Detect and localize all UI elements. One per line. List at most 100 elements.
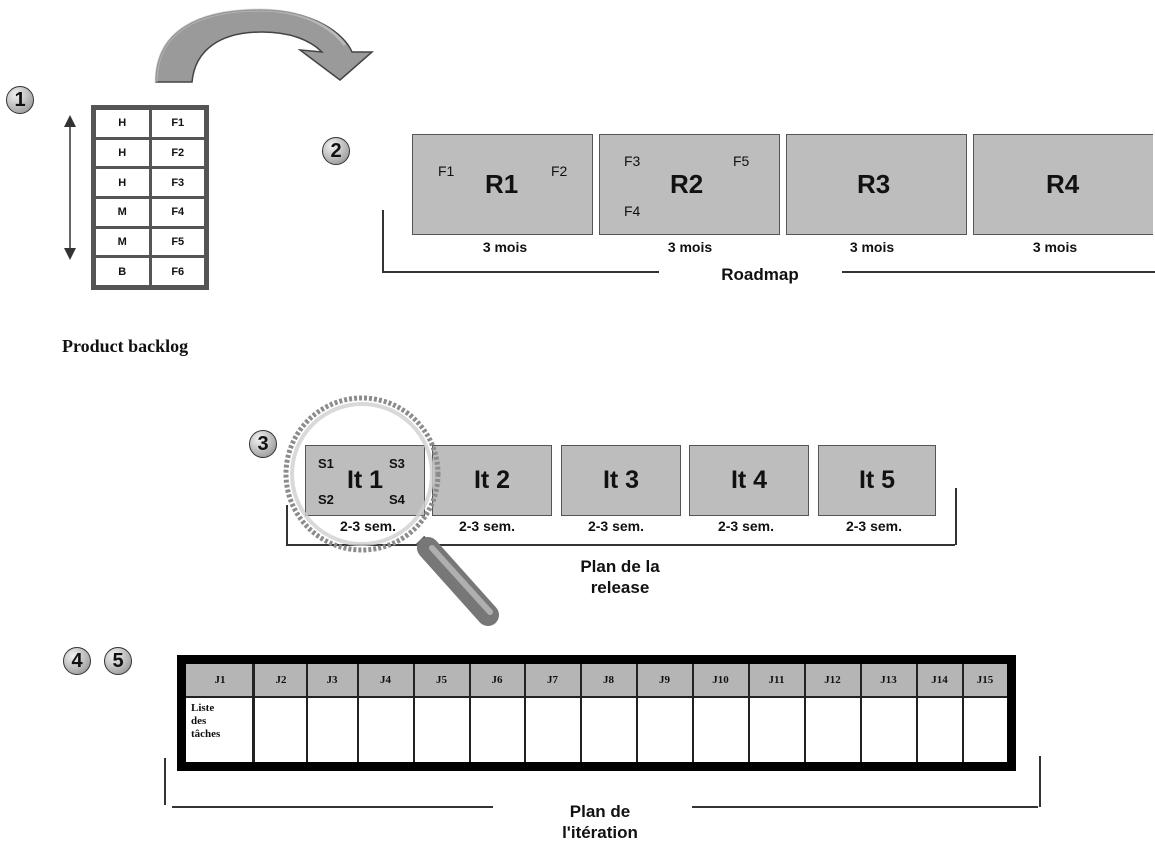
day-header-cell: J4 — [380, 674, 391, 686]
column-divider — [692, 664, 694, 762]
iteration-plan-label-line2: l'itération — [562, 823, 638, 842]
backlog-priority: M — [96, 228, 149, 256]
task-list-label-line: des — [191, 715, 207, 727]
iteration-day-table: J1 J2 J3 J4 J5 J6 J7 J8 J9 J10 J11 J12 J… — [177, 655, 1016, 771]
release-box-r4: R4 — [973, 134, 1153, 235]
release-plan-label-line1: Plan de la — [580, 557, 660, 576]
iteration-box-it3: It 3 — [561, 445, 681, 516]
release-duration: 3 mois — [667, 239, 713, 255]
release-duration: 3 mois — [1032, 239, 1078, 255]
day-header-cell: J5 — [436, 674, 447, 686]
product-backlog-table: H F1 H F2 H F3 M F4 M F5 B F6 — [91, 105, 209, 290]
roadmap-label: Roadmap — [721, 265, 799, 284]
task-list-label-line: tâches — [191, 728, 221, 740]
roadmap-bracket-line — [382, 271, 659, 273]
iteration-bracket-left — [164, 758, 166, 805]
day-header-cell: J12 — [824, 674, 841, 686]
column-divider — [469, 664, 471, 762]
column-divider — [306, 664, 308, 762]
feature-label: F2 — [551, 163, 568, 179]
release-box-r1: F1 R1 F2 — [412, 134, 593, 235]
roadmap-bracket-left — [382, 210, 384, 272]
backlog-priority: H — [96, 110, 149, 137]
release-bracket-left — [286, 505, 288, 545]
column-divider — [962, 664, 964, 762]
release-name: R2 — [670, 169, 704, 199]
day-header-row — [186, 664, 1007, 696]
day-header-cell: J15 — [976, 674, 994, 686]
feature-label: F4 — [624, 203, 641, 219]
iteration-name: It 1 — [346, 466, 384, 494]
backlog-priority: H — [96, 169, 149, 196]
iteration-duration: 2-3 sem. — [845, 518, 903, 534]
backlog-priority: B — [96, 258, 149, 285]
release-box-r3: R3 — [786, 134, 967, 235]
day-header-cell: J1 — [214, 674, 226, 686]
release-plan-label: Plan de la release — [530, 556, 710, 598]
task-list-label-line: Liste — [191, 702, 215, 714]
iteration-box-it2: It 2 — [432, 445, 552, 516]
curved-arrow-icon — [154, 8, 374, 83]
iteration-bracket-line — [172, 806, 493, 808]
backlog-feature: F1 — [151, 110, 204, 137]
day-header-cell: J6 — [491, 674, 503, 686]
iteration-duration: 2-3 sem. — [587, 518, 645, 534]
iteration-duration: 2-3 sem. — [339, 518, 397, 534]
iteration-box-it1: S1 It 1 S3 S2 S4 — [305, 445, 425, 516]
iteration-name: It 2 — [473, 466, 511, 494]
release-plan-label-line2: release — [590, 578, 650, 597]
double-arrow-icon — [64, 115, 76, 260]
story-label: S2 — [318, 492, 334, 507]
story-label: S3 — [389, 456, 405, 471]
iteration-bracket-right — [1039, 756, 1041, 807]
column-divider — [357, 664, 359, 762]
column-divider — [804, 664, 806, 762]
release-name: R1 — [485, 169, 519, 199]
backlog-feature: F3 — [151, 169, 204, 196]
story-label: S4 — [389, 492, 405, 507]
column-divider — [860, 664, 862, 762]
column-divider — [524, 664, 526, 762]
task-list-label: Liste des tâches — [191, 702, 251, 741]
release-bracket-right — [955, 488, 957, 545]
column-divider — [413, 664, 415, 762]
day-header-cell: J10 — [712, 674, 729, 686]
day-header-cell: J2 — [275, 674, 287, 686]
column-divider — [916, 664, 918, 762]
column-divider — [636, 664, 638, 762]
day-header-cell: J14 — [931, 674, 948, 686]
backlog-priority: H — [96, 139, 149, 167]
story-label: S1 — [318, 456, 334, 471]
day-header-cell: J7 — [547, 674, 558, 686]
iteration-name: It 5 — [858, 466, 896, 494]
backlog-feature: F4 — [151, 198, 204, 226]
roadmap-bracket-line — [842, 271, 1155, 273]
backlog-feature: F6 — [151, 258, 204, 285]
iteration-duration: 2-3 sem. — [717, 518, 775, 534]
iteration-plan-label: Plan de l'itération — [520, 801, 680, 843]
column-divider — [748, 664, 750, 762]
release-bracket-line — [286, 544, 955, 546]
release-duration: 3 mois — [482, 239, 528, 255]
column-divider — [252, 664, 255, 762]
step-3-marker: 3 — [249, 430, 277, 458]
backlog-priority: M — [96, 198, 149, 226]
iteration-bracket-line — [692, 806, 1038, 808]
release-name: R4 — [1046, 169, 1080, 199]
release-name: R3 — [857, 169, 891, 199]
step-4-marker: 4 — [63, 647, 91, 675]
day-header-cell: J9 — [659, 674, 670, 686]
magnifier-icon — [283, 395, 499, 626]
day-header-cell: J8 — [603, 674, 614, 686]
backlog-feature: F5 — [151, 228, 204, 256]
iteration-name: It 4 — [730, 466, 768, 494]
feature-label: F3 — [624, 153, 641, 169]
step-5-marker: 5 — [104, 647, 132, 675]
feature-label: F5 — [733, 153, 750, 169]
step-2-marker: 2 — [322, 137, 350, 165]
iteration-box-it5: It 5 — [818, 445, 936, 516]
feature-label: F1 — [438, 163, 455, 179]
product-backlog-title: Product backlog — [62, 336, 189, 356]
header-separator — [186, 696, 1007, 698]
release-box-r2: F3 R2 F5 F4 — [599, 134, 780, 235]
